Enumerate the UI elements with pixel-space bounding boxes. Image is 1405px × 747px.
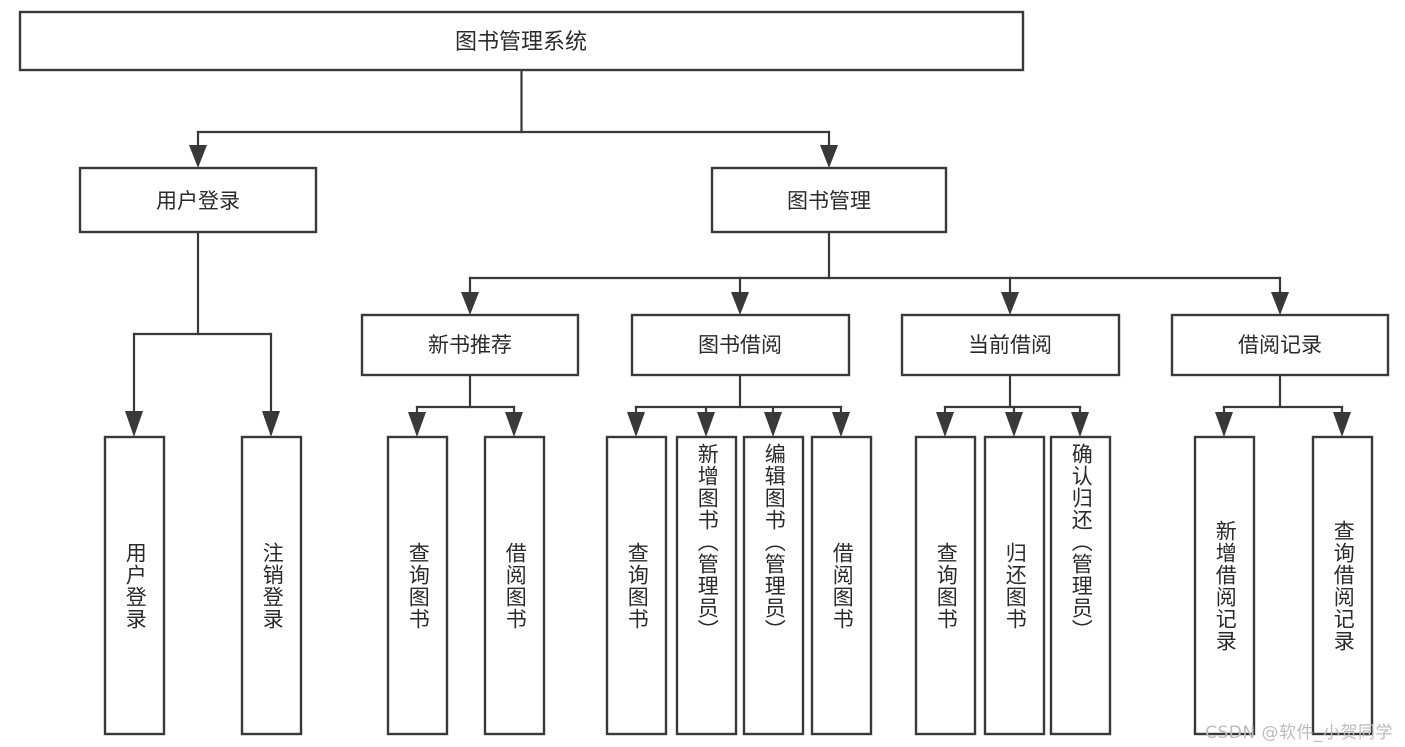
node-user-login-label: 用户登录	[156, 189, 240, 213]
arrowhead-leaf-query-book-2	[627, 412, 645, 437]
node-root-label: 图书管理系统	[455, 30, 587, 55]
node-leaf-query-book-2[interactable]	[605, 435, 668, 736]
node-new-book-rec-label: 新书推荐	[428, 333, 512, 357]
node-leaf-borrow-book-1[interactable]	[483, 435, 546, 736]
arrowhead-leaf-edit-book	[764, 412, 782, 437]
arrowhead-new-book-rec	[461, 292, 479, 315]
node-leaf-user-login[interactable]	[103, 435, 166, 736]
node-user-login[interactable]	[78, 166, 318, 234]
node-leaf-return-book[interactable]	[983, 435, 1046, 736]
arrowhead-leaf-add-book	[697, 412, 715, 437]
node-book-manage-label: 图书管理	[787, 189, 871, 213]
node-root[interactable]	[18, 10, 1025, 72]
arrowhead-leaf-query-record	[1333, 412, 1351, 437]
node-leaf-query-book-3[interactable]	[914, 435, 977, 736]
node-leaf-add-record[interactable]	[1193, 435, 1256, 736]
arrowhead-book-manage	[820, 145, 838, 168]
node-book-manage[interactable]	[710, 166, 948, 234]
arrowhead-user-login	[189, 145, 207, 168]
csdn-watermark: CSDN @软件_小贺同学	[1205, 723, 1393, 743]
node-leaf-confirm-return[interactable]	[1049, 435, 1112, 736]
node-leaf-borrow-book-2[interactable]	[810, 435, 873, 736]
arrowhead-leaf-return-book	[1005, 412, 1023, 437]
arrowhead-book-borrow	[731, 292, 749, 315]
node-leaf-add-book[interactable]	[675, 435, 738, 736]
node-book-borrow-label: 图书借阅	[698, 333, 782, 357]
node-book-borrow[interactable]	[630, 313, 851, 377]
arrowhead-current-borrow	[1001, 292, 1019, 315]
node-leaf-query-book-1[interactable]	[386, 435, 449, 736]
arrowhead-leaf-query-book-1	[408, 412, 426, 437]
node-new-book-rec[interactable]	[360, 313, 580, 377]
arrowhead-leaf-borrow-book-2	[832, 412, 850, 437]
node-leaf-query-record[interactable]	[1311, 435, 1374, 736]
arrowhead-leaf-confirm-return	[1071, 412, 1089, 437]
arrowhead-leaf-user-login	[125, 411, 143, 437]
node-current-borrow[interactable]	[900, 313, 1121, 377]
arrowhead-leaf-user-logout	[262, 411, 280, 437]
arrowhead-borrow-record	[1271, 292, 1289, 315]
arrowhead-leaf-add-record	[1215, 412, 1233, 437]
node-borrow-record-label: 借阅记录	[1238, 333, 1322, 357]
node-borrow-record[interactable]	[1170, 313, 1390, 377]
node-leaf-edit-book[interactable]	[742, 435, 805, 736]
arrowhead-leaf-query-book-3	[936, 412, 954, 437]
node-current-borrow-label: 当前借阅	[968, 333, 1052, 357]
arrowhead-leaf-borrow-book-1	[505, 412, 523, 437]
node-leaf-user-logout[interactable]	[240, 435, 303, 736]
